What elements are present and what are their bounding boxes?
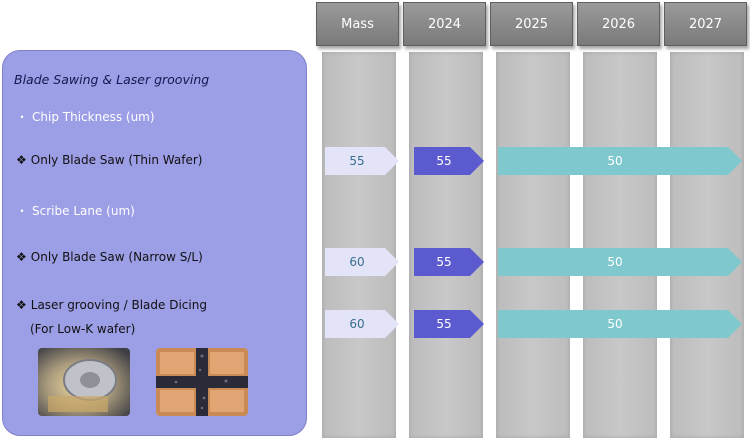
panel-title: Blade Sawing & Laser grooving — [14, 72, 210, 87]
row1-2024-arrow: 55 — [414, 147, 484, 175]
laser-grooving-label: ❖Laser grooving / Blade Dicing — [16, 298, 207, 312]
row1-mass-arrow: 55 — [325, 147, 399, 175]
blade-saw-photo — [38, 348, 130, 416]
thin-wafer-label: ❖Only Blade Saw (Thin Wafer) — [16, 153, 203, 167]
column-2027 — [670, 52, 744, 438]
diamond-bullet-icon: ❖ — [16, 153, 27, 167]
scribe-lane-label: ・Scribe Lane (um) — [16, 204, 135, 218]
row2-2025-2027-arrow: 50 — [498, 248, 742, 276]
header-2025: 2025 — [490, 2, 573, 46]
row3-2025-2027-arrow: 50 — [498, 310, 742, 338]
header-2024: 2024 — [403, 2, 486, 46]
narrow-sl-label: ❖Only Blade Saw (Narrow S/L) — [16, 250, 203, 264]
row2-mass-arrow: 60 — [325, 248, 399, 276]
dot-bullet-icon: ・ — [16, 204, 29, 218]
header-mass: Mass — [316, 2, 399, 46]
header-2026: 2026 — [577, 2, 660, 46]
row3-2024-arrow: 55 — [414, 310, 484, 338]
diamond-bullet-icon: ❖ — [16, 250, 27, 264]
column-mass — [322, 52, 396, 438]
dicing-lane-photo — [156, 348, 248, 416]
column-2026 — [583, 52, 657, 438]
row2-2024-arrow: 55 — [414, 248, 484, 276]
low-k-label: (For Low-K wafer) — [30, 322, 136, 336]
diamond-bullet-icon: ❖ — [16, 298, 27, 312]
row1-2025-2027-arrow: 50 — [498, 147, 742, 175]
dot-bullet-icon: ・ — [16, 110, 29, 124]
row3-mass-arrow: 60 — [325, 310, 399, 338]
column-2025 — [496, 52, 570, 438]
header-2027: 2027 — [664, 2, 747, 46]
chip-thickness-label: ・Chip Thickness (um) — [16, 110, 155, 124]
column-2024 — [409, 52, 483, 438]
